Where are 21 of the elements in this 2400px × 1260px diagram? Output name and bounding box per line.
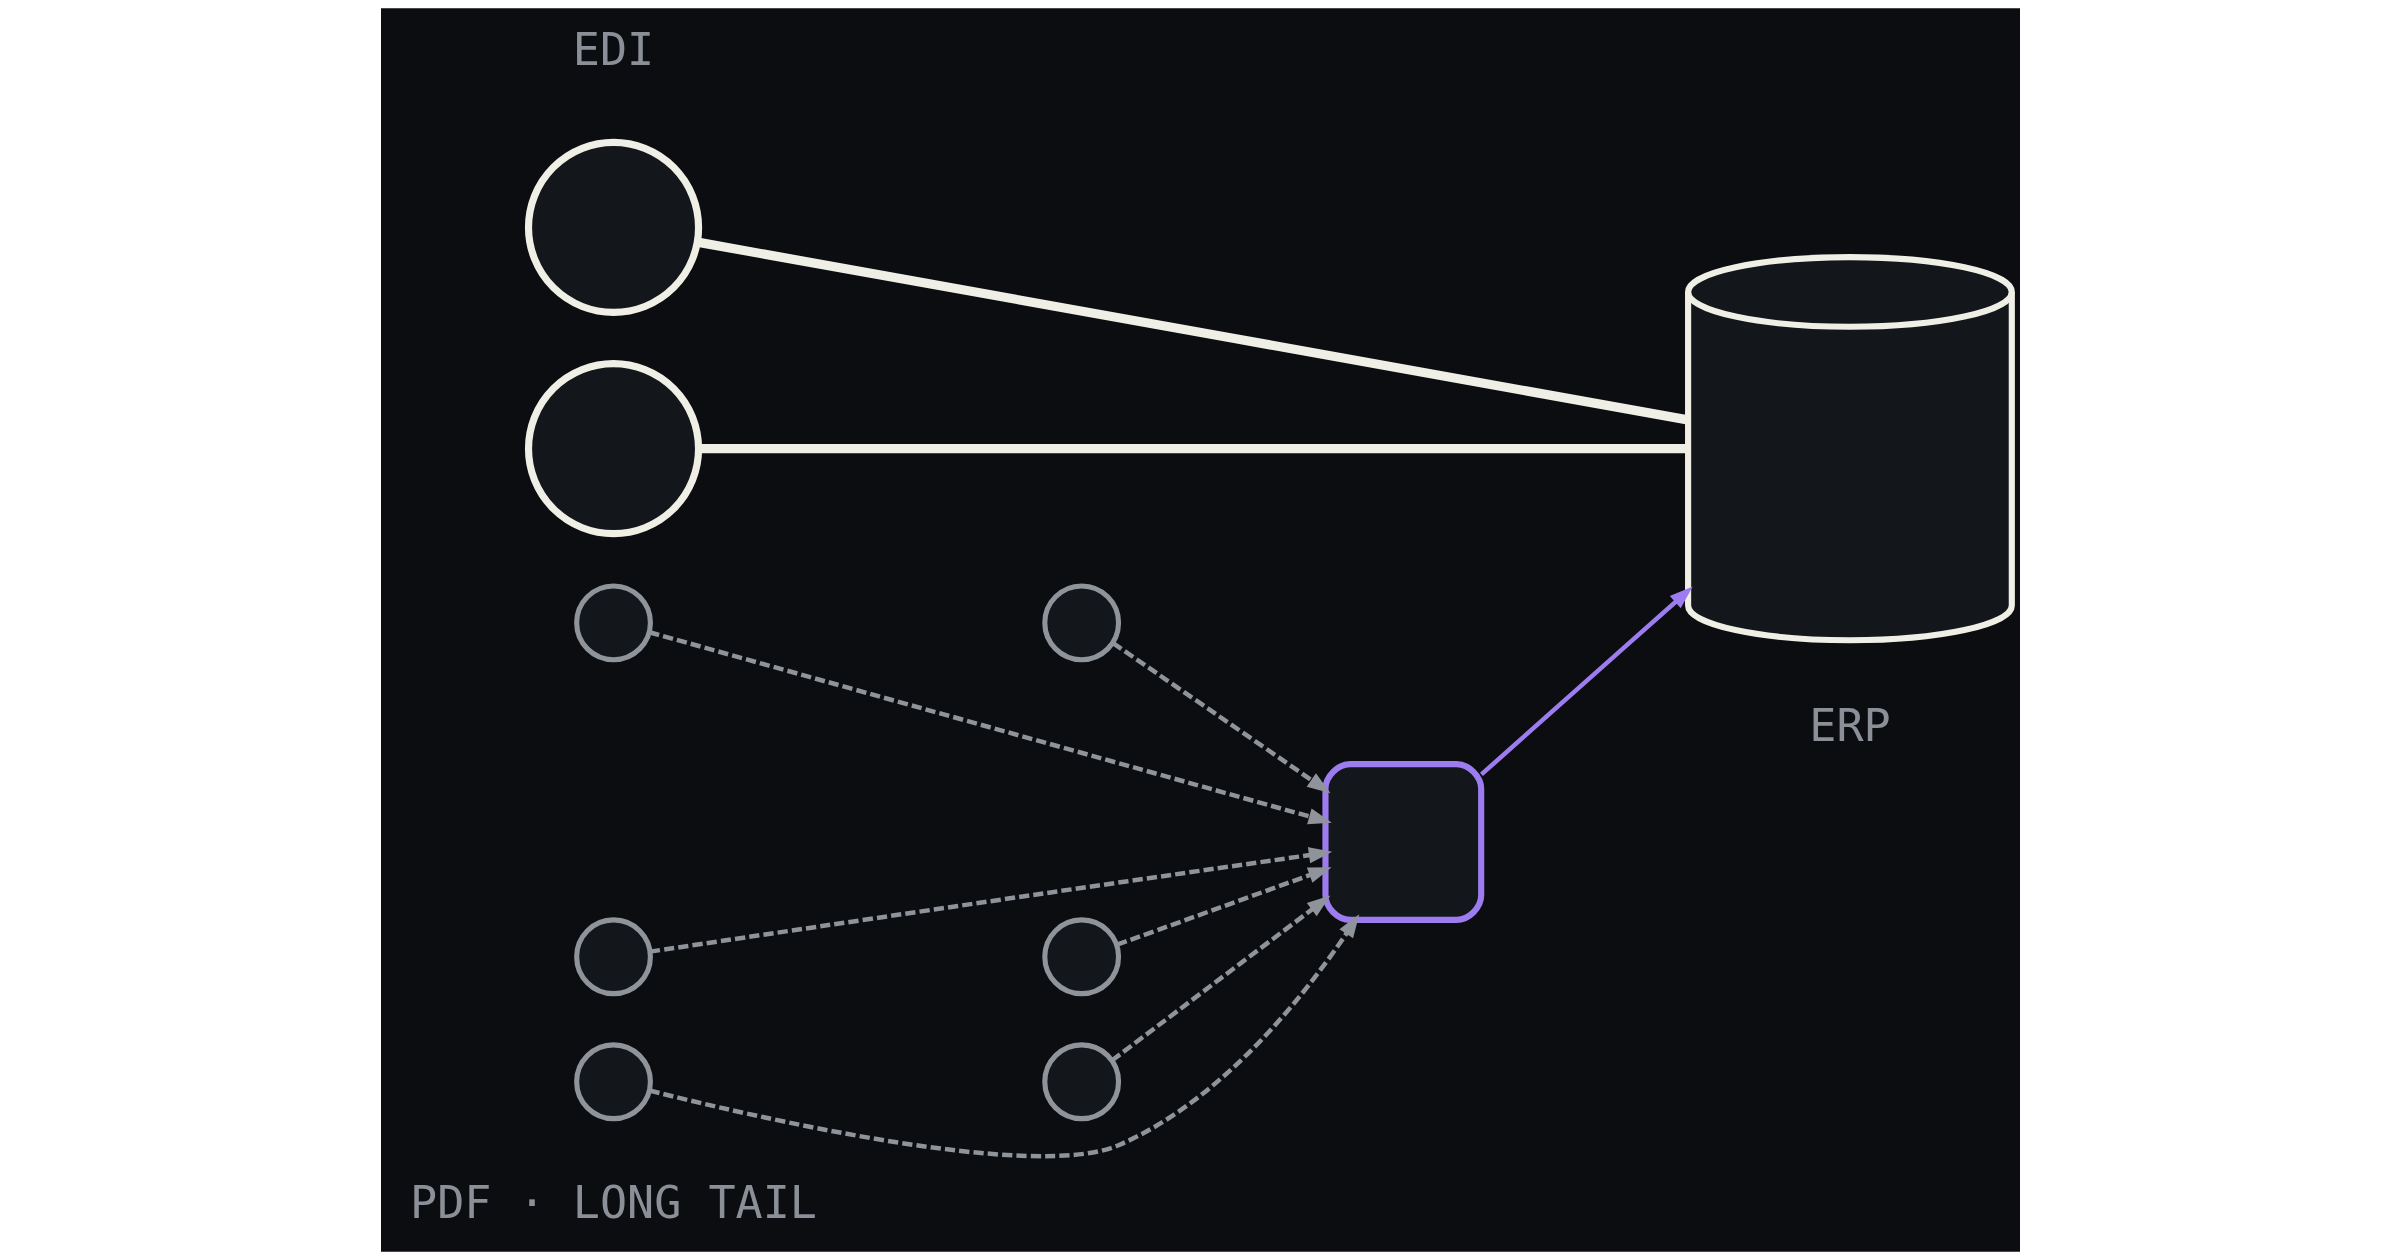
arrow [1111, 641, 1331, 794]
node-circle [1041, 917, 1121, 997]
node-circle [1041, 583, 1121, 663]
node-circle [573, 917, 653, 997]
label: PDF · LONG TAIL [409, 1176, 817, 1230]
arrow [649, 847, 1332, 954]
node-box [1321, 761, 1484, 923]
arrow [1479, 586, 1693, 777]
arrow [648, 630, 1332, 825]
node-label: ERP [1808, 698, 1891, 752]
arrow [1115, 867, 1332, 947]
node-circle [1041, 1042, 1121, 1122]
connector [698, 444, 1688, 454]
connector [696, 237, 1688, 425]
node-circle [524, 138, 702, 317]
arrow [1110, 895, 1330, 1063]
node-circle [573, 1042, 653, 1122]
label: EDI [572, 22, 654, 76]
arrow [648, 914, 1359, 1159]
node-circle [573, 583, 653, 663]
node-circle [524, 360, 702, 538]
